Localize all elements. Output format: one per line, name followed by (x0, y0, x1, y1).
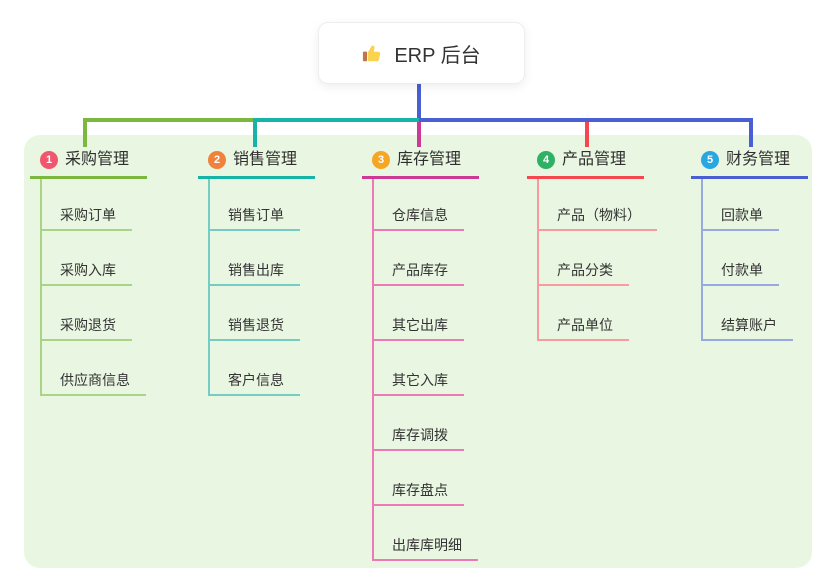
branch-inventory-management: 3 库存管理 仓库信息 产品库存 其它出库 其它入库 库存调拨 库存盘点 出库库… (362, 150, 479, 561)
child-node[interactable]: 付款单 (703, 231, 779, 286)
child-node[interactable]: 其它出库 (374, 286, 464, 341)
branch-product-management: 4 产品管理 产品（物料） 产品分类 产品单位 (527, 150, 657, 341)
branch-label: 财务管理 (726, 151, 791, 168)
child-node[interactable]: 出库库明细 (374, 506, 478, 561)
child-node[interactable]: 采购入库 (42, 231, 132, 286)
root-node[interactable]: ERP 后台 (318, 22, 525, 84)
branch-number-badge: 3 (372, 151, 390, 169)
branch-title[interactable]: 4 产品管理 (527, 150, 644, 179)
child-node[interactable]: 库存盘点 (374, 451, 464, 506)
child-node[interactable]: 产品分类 (539, 231, 629, 286)
connector-drop-branch3 (417, 122, 421, 147)
connector-root-drop (417, 82, 421, 122)
connector-drop-branch5 (749, 118, 753, 147)
connector-bus-teal (253, 118, 419, 122)
branch-purchase-management: 1 采购管理 采购订单 采购入库 采购退货 供应商信息 (30, 150, 147, 396)
child-node[interactable]: 其它入库 (374, 341, 464, 396)
branch-children: 回款单 付款单 结算账户 (701, 179, 808, 341)
connector-drop-branch2 (253, 118, 257, 147)
child-node[interactable]: 销售订单 (210, 179, 300, 231)
branch-children: 采购订单 采购入库 采购退货 供应商信息 (40, 179, 147, 396)
child-node[interactable]: 采购订单 (42, 179, 132, 231)
branch-number-badge: 5 (701, 151, 719, 169)
branch-label: 产品管理 (562, 151, 627, 168)
branch-title[interactable]: 3 库存管理 (362, 150, 479, 179)
child-node[interactable]: 产品库存 (374, 231, 464, 286)
thumbs-up-icon (363, 45, 381, 62)
child-node[interactable]: 采购退货 (42, 286, 132, 341)
branch-children: 仓库信息 产品库存 其它出库 其它入库 库存调拨 库存盘点 出库库明细 (372, 179, 479, 561)
child-node[interactable]: 结算账户 (703, 286, 793, 341)
root-title: ERP 后台 (394, 44, 481, 67)
branch-finance-management: 5 财务管理 回款单 付款单 结算账户 (691, 150, 808, 341)
child-node[interactable]: 供应商信息 (42, 341, 146, 396)
child-node[interactable]: 销售出库 (210, 231, 300, 286)
connector-drop-branch4 (585, 122, 589, 147)
branch-number-badge: 2 (208, 151, 226, 169)
connector-bus-green (83, 118, 255, 122)
child-node[interactable]: 销售退货 (210, 286, 300, 341)
branch-label: 采购管理 (65, 151, 130, 168)
connector-drop-branch1 (83, 118, 87, 147)
branch-number-badge: 4 (537, 151, 555, 169)
branch-title[interactable]: 2 销售管理 (198, 150, 315, 179)
branch-number-badge: 1 (40, 151, 58, 169)
branches-panel (24, 135, 812, 568)
branch-label: 库存管理 (397, 151, 462, 168)
child-node[interactable]: 客户信息 (210, 341, 300, 396)
branch-children: 销售订单 销售出库 销售退货 客户信息 (208, 179, 315, 396)
branch-children: 产品（物料） 产品分类 产品单位 (537, 179, 657, 341)
branch-sales-management: 2 销售管理 销售订单 销售出库 销售退货 客户信息 (198, 150, 315, 396)
branch-title[interactable]: 1 采购管理 (30, 150, 147, 179)
branch-label: 销售管理 (233, 151, 298, 168)
child-node[interactable]: 产品单位 (539, 286, 629, 341)
connector-bus-blue (419, 118, 753, 122)
child-node[interactable]: 回款单 (703, 179, 779, 231)
child-node[interactable]: 库存调拨 (374, 396, 464, 451)
child-node[interactable]: 仓库信息 (374, 179, 464, 231)
child-node[interactable]: 产品（物料） (539, 179, 657, 231)
branch-title[interactable]: 5 财务管理 (691, 150, 808, 179)
